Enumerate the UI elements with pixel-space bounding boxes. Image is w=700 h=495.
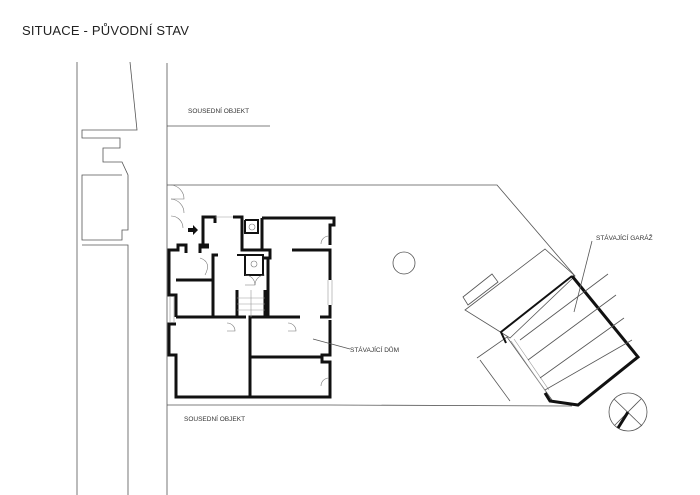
leader-house [312, 338, 351, 350]
left-neighbor-outline [76, 61, 138, 495]
drawing-title: SITUACE - PŮVODNÍ STAV [22, 23, 190, 38]
existing-house-plan [167, 215, 336, 399]
label-existing-house: STÁVAJÍCÍ DŮM [350, 345, 399, 354]
north-arrow-icon [608, 392, 648, 432]
plot-boundary-bottom [329, 404, 573, 407]
label-existing-garage: STÁVAJÍCÍ GARÁŽ [596, 233, 653, 242]
gate-doors [170, 184, 185, 229]
label-neighbor-bottom: SOUSEDNÍ OBJEKT [184, 414, 245, 423]
tree-icon [392, 251, 416, 275]
leader-garage [573, 240, 593, 313]
entrance-arrow-icon [188, 225, 198, 235]
existing-garage-plan [462, 248, 641, 407]
label-neighbor-top: SOUSEDNÍ OBJEKT [188, 106, 249, 115]
plot-boundary [167, 184, 576, 277]
